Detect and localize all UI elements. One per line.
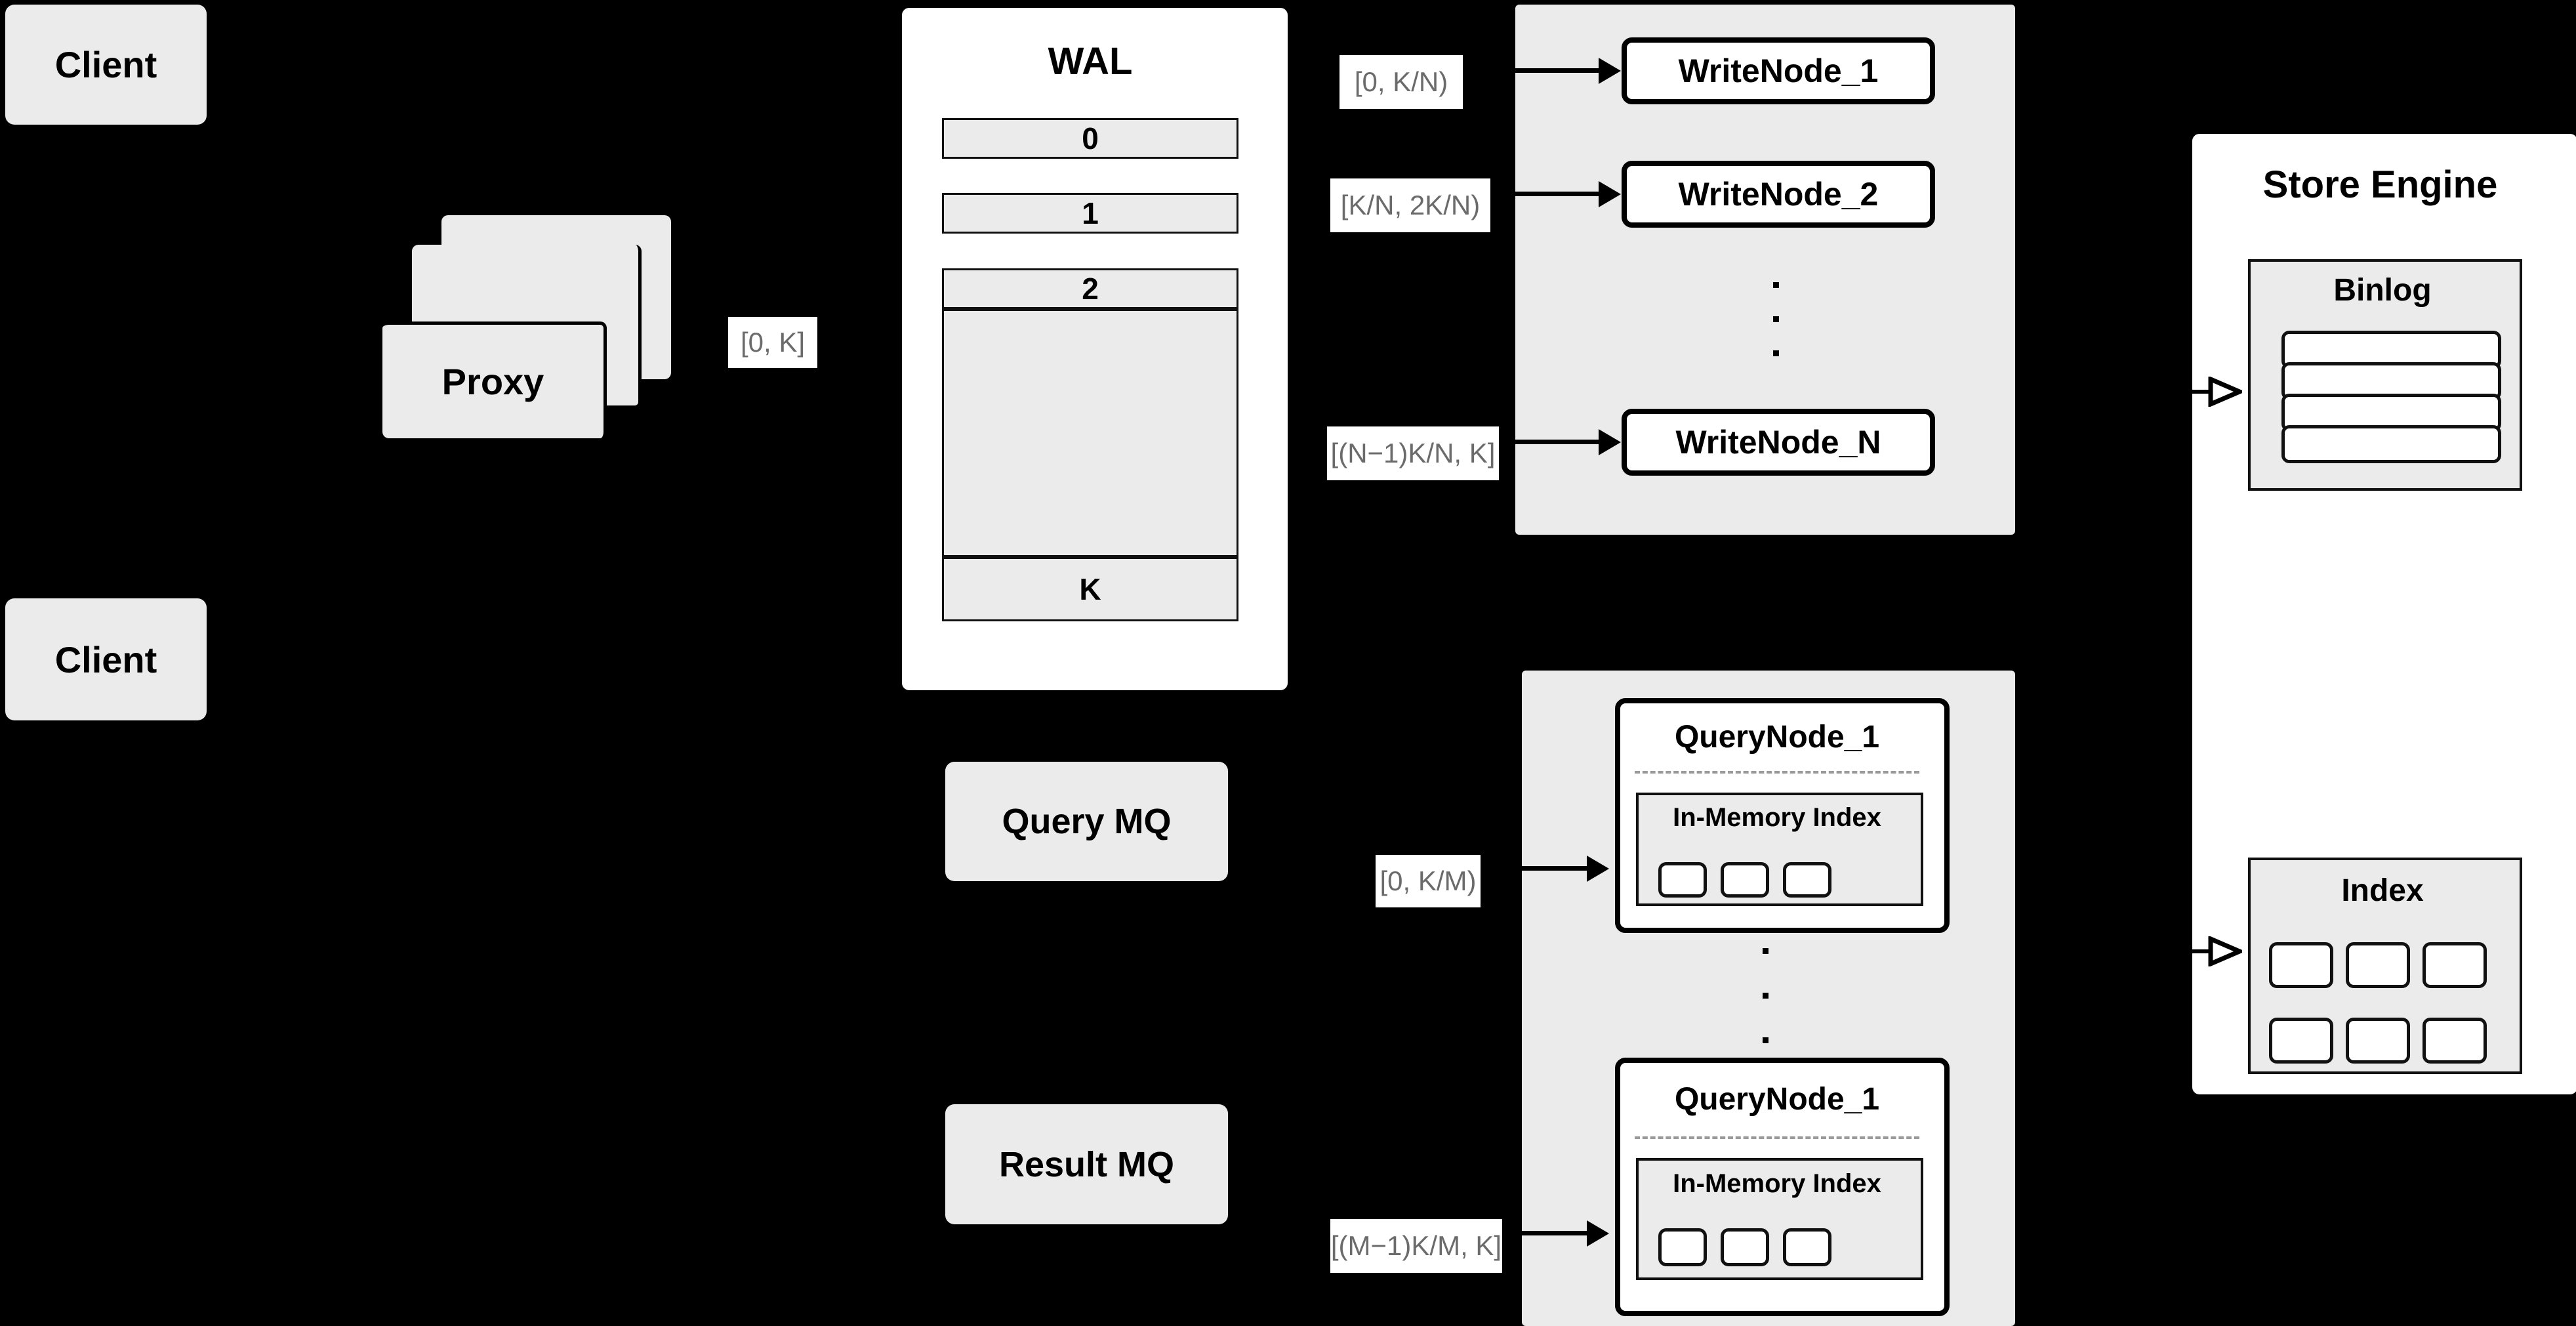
wal-row-2-value: 2: [1082, 272, 1099, 306]
index-cell-1: [2269, 942, 2333, 988]
index-cell-2: [2346, 942, 2410, 988]
wal-row-0-value: 0: [1082, 121, 1099, 155]
client-box-1[interactable]: Client: [5, 5, 207, 125]
binlog-row-4: [2281, 425, 2501, 463]
client-label-2: Client: [54, 638, 157, 680]
query-mq-box[interactable]: Query MQ: [945, 762, 1228, 881]
query-node-1-separator: [1635, 771, 1919, 774]
write-cluster-ellipsis-dot-2: [1773, 316, 1779, 322]
query-node-2-separator: [1635, 1136, 1919, 1139]
wal-ellipsis-dot-1: [2027, 702, 2033, 708]
binlog-title: Binlog: [2333, 273, 2432, 308]
wal-row-0: 0: [942, 118, 1238, 159]
index-title: Index: [2341, 873, 2424, 908]
query-cluster-ellipsis-dot-1: [1763, 948, 1768, 954]
write-node-1[interactable]: WriteNode_1: [1622, 37, 1935, 104]
wal-row-1: 1: [942, 193, 1238, 234]
write-node-2-label: WriteNode_2: [1678, 176, 1879, 213]
query-arrow-2-head: [1587, 1220, 1609, 1247]
query-node-1-index-title: In-Memory Index: [1673, 803, 1881, 832]
write-node-1-range-label: [0, K/N): [1339, 55, 1463, 109]
query-arrow-1-line: [1507, 866, 1591, 871]
query-node-2-range-label: [(M−1)K/M, K]: [1330, 1219, 1502, 1273]
write-arrow-1-head: [1599, 58, 1621, 84]
query-node-1-range-text: [0, K/M): [1380, 865, 1477, 896]
write-arrow-2-line: [1505, 192, 1603, 196]
query-mq-label: Query MQ: [1002, 802, 1172, 841]
write-cluster-ellipsis-dot-1: [1773, 282, 1779, 288]
query-node-1-index-panel: [1636, 793, 1923, 906]
write-node-1-label: WriteNode_1: [1678, 52, 1879, 89]
query-node-1-index-cell-3: [1783, 862, 1831, 898]
wal-row-k-value: K: [1079, 572, 1101, 606]
write-arrow-1-line: [1505, 68, 1603, 73]
store-engine-title: Store Engine: [2262, 163, 2498, 206]
wal-row-k: K: [942, 557, 1238, 621]
client-box-2[interactable]: Client: [5, 598, 207, 720]
index-cell-4: [2269, 1018, 2333, 1064]
wal-title: WAL: [1048, 40, 1133, 83]
write-arrow-n-head: [1599, 429, 1621, 455]
write-node-n-label: WriteNode_N: [1675, 424, 1881, 461]
write-cluster-ellipsis-dot-3: [1773, 350, 1779, 356]
proxy-label: Proxy: [441, 361, 544, 402]
proxy-box[interactable]: Proxy: [382, 321, 607, 438]
query-node-1-index-cell-1: [1658, 862, 1707, 898]
query-cluster-ellipsis-dot-3: [1763, 1037, 1768, 1043]
query-arrow-2-line: [1507, 1231, 1591, 1235]
query-node-1-label: QueryNode_1: [1674, 720, 1880, 755]
query-node-2-index-cell-2: [1721, 1228, 1769, 1266]
result-mq-box[interactable]: Result MQ: [945, 1104, 1228, 1224]
write-arrow-2-head: [1599, 181, 1621, 207]
binlog-arrow-line: [2186, 390, 2226, 394]
wal-ellipsis-dot-3: [2027, 781, 2033, 787]
write-node-n[interactable]: WriteNode_N: [1622, 409, 1935, 476]
proxy-range-label: [0, K]: [728, 317, 817, 368]
query-node-2-index-cell-3: [1783, 1228, 1831, 1266]
wal-row-2: 2: [942, 268, 1238, 309]
query-node-2-label: QueryNode_1: [1674, 1082, 1880, 1117]
query-cluster-ellipsis-dot-2: [1763, 993, 1768, 999]
result-mq-label: Result MQ: [998, 1144, 1175, 1184]
write-node-1-range-text: [0, K/N): [1354, 66, 1448, 97]
index-cell-3: [2423, 942, 2487, 988]
query-node-2-range-text: [(M−1)K/M, K]: [1330, 1230, 1502, 1261]
write-arrow-n-line: [1505, 440, 1603, 444]
index-cell-6: [2423, 1018, 2487, 1064]
index-arrow-line: [2186, 949, 2226, 953]
client-label-1: Client: [54, 44, 157, 85]
write-node-n-range-text: [(N−1)K/N, K]: [1330, 438, 1496, 468]
query-arrow-1-head: [1587, 856, 1609, 882]
wal-ellipsis-dot-2: [2027, 741, 2033, 747]
wal-row-ellipsis: [942, 309, 2033, 787]
write-node-2-range-label: [K/N, 2K/N): [1330, 178, 1490, 232]
query-node-1-range-label: [0, K/M): [1376, 855, 1481, 907]
write-node-2[interactable]: WriteNode_2: [1622, 161, 1935, 228]
query-node-2-index-cell-1: [1658, 1228, 1707, 1266]
proxy-range-text: [0, K]: [740, 327, 806, 358]
query-node-1-index-cell-2: [1721, 862, 1769, 898]
wal-row-1-value: 1: [1082, 196, 1099, 230]
write-node-n-range-label: [(N−1)K/N, K]: [1327, 426, 1499, 480]
query-node-2-index-title: In-Memory Index: [1673, 1169, 1881, 1198]
index-cell-5: [2346, 1018, 2410, 1064]
write-node-2-range-text: [K/N, 2K/N): [1340, 190, 1481, 220]
